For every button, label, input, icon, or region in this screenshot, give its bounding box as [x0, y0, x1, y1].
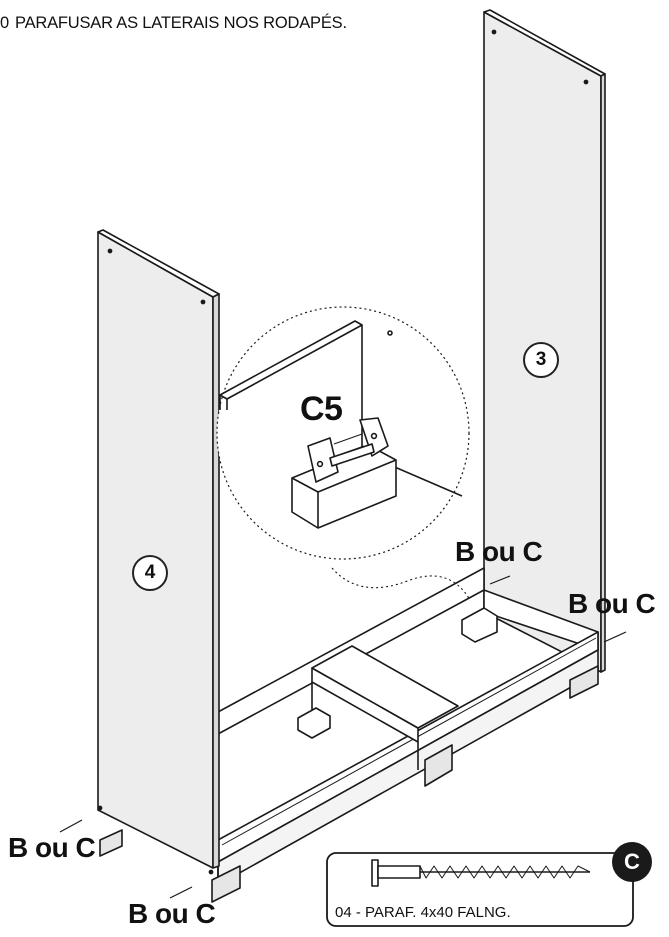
step-number: 0: [0, 14, 9, 32]
screw-callout-bottom: B ou C: [128, 898, 216, 929]
screws: [59, 575, 627, 899]
instruction-label: PARAFUSAR AS LATERAIS NOS RODAPÉS.: [14, 14, 347, 32]
side-panel-left: [97, 229, 220, 875]
detail-label: C5: [300, 390, 343, 428]
legend-box: [326, 852, 634, 927]
instruction-text: 0 PARAFUSAR AS LATERAIS NOS RODAPÉS.: [0, 14, 347, 33]
part-badge-left: 4: [132, 555, 168, 591]
screw-callout-top: B ou C: [455, 536, 543, 567]
base-frame: [99, 567, 599, 903]
side-panel-right: [483, 9, 606, 673]
screw-callout-bottom-left: B ou C: [8, 832, 96, 863]
legend-letter-badge: C: [612, 842, 652, 882]
legend-text: 04 - PARAF. 4x40 FALNG.: [335, 904, 511, 921]
detail-zoom: [216, 306, 471, 601]
part-badge-right: 3: [523, 342, 559, 378]
screw-callout-right: B ou C: [568, 588, 656, 619]
